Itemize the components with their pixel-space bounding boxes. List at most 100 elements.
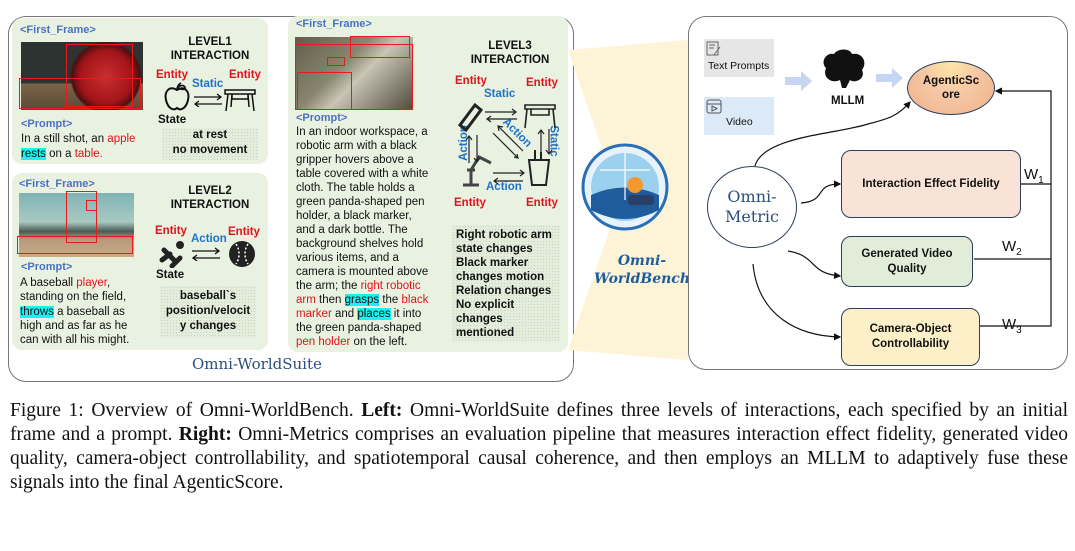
prompt-line: table covered with a white: [296, 168, 429, 180]
agenticscore-label: AgenticSc: [922, 75, 980, 87]
state-line: baseball`s: [179, 290, 237, 302]
connector-lines: [752, 87, 1052, 341]
text-prompts-label: Text Prompts: [708, 60, 770, 72]
caption-text: Omni-WorldSuite defines three levels of …: [10, 400, 1068, 445]
logo-label-line: WorldBench: [593, 271, 691, 287]
entity-label: Entity: [228, 226, 260, 238]
entity-label: Entity: [454, 197, 486, 209]
logo-label-line: Omni-: [617, 253, 667, 269]
prompt-line: holder, a black marker,: [296, 210, 412, 222]
caption-figure-label: Figure 1: Overview of Omni-WorldBench.: [10, 400, 362, 421]
bidirectional-arrows-icon: [191, 247, 221, 261]
figure-caption: Figure 1: Overview of Omni-WorldBench. L…: [10, 399, 1068, 495]
prompt-segment: on the left.: [350, 336, 408, 348]
video-input: Video: [704, 97, 774, 135]
action-places: places: [357, 308, 391, 320]
entity-black-marker: black: [401, 294, 429, 306]
omni-metric-node: Omni-Metric: [707, 166, 797, 248]
level1-apple-image: [19, 42, 143, 110]
state-line: Right robotic arm: [456, 229, 552, 241]
weight-symbol: W: [1002, 238, 1017, 255]
prompt-line: background shelves hold: [296, 238, 424, 250]
robot-arm-icon: [463, 155, 492, 187]
state-line: Relation changes: [456, 285, 552, 297]
state-label: State: [158, 114, 187, 126]
weight-symbol: W: [1002, 316, 1017, 333]
level3-relation-diagram: [457, 102, 556, 187]
prompt-line: gripper hovers above a: [296, 154, 414, 166]
relation-action: Action: [191, 233, 227, 245]
box-label: Controllability: [871, 338, 950, 350]
prompt-segment: can with all his might.: [20, 334, 130, 347]
document-edit-icon: [706, 41, 721, 56]
weight-index: 2: [1016, 247, 1022, 258]
prompt-segment: a baseball as: [53, 305, 125, 318]
state-line: changes: [456, 313, 503, 325]
level3-prompt-label: <Prompt>: [296, 112, 348, 124]
entity-table: table.: [74, 148, 103, 160]
level2-baseball-image: [17, 191, 134, 257]
prompt-segment: ,: [106, 277, 111, 289]
entity-pen-holder: pen holder: [296, 336, 351, 348]
bidirectional-arrows-icon: [193, 93, 223, 107]
state-line: position/velocit: [165, 305, 251, 317]
state-line: changes motion: [456, 271, 545, 283]
prompt-line: green panda-shaped pen: [296, 196, 425, 208]
weight-w3: W3: [1002, 316, 1022, 336]
prompt-segment: then: [315, 294, 345, 306]
omni-metric-label: Metric: [724, 207, 779, 226]
agenticscore-label: ore: [942, 89, 960, 101]
title-line: INTERACTION: [470, 54, 550, 66]
prompt-line: various items, and a: [296, 252, 399, 264]
video-label: Video: [726, 116, 753, 128]
relation-static: Static: [192, 78, 224, 90]
prompt-line: cloth. The table holds a: [296, 182, 415, 194]
state-line: No explicit: [456, 299, 515, 311]
video-player-icon: [706, 99, 722, 114]
prompt-segment: high and as far as he: [20, 319, 128, 332]
entity-player: player: [76, 277, 107, 289]
arrow-right-icon: [785, 71, 812, 91]
entity-label: Entity: [455, 75, 487, 87]
mllm-label: MLLM: [831, 95, 865, 107]
level2-prompt-text: A baseball player, standing on the field…: [20, 276, 160, 347]
entity-apple: apple: [107, 133, 136, 145]
box-label: Generated Video: [861, 247, 953, 260]
apple-icon: [164, 82, 190, 111]
entity-label: Entity: [156, 69, 188, 81]
entity-label: Entity: [229, 69, 261, 81]
weight-index: 1: [1038, 175, 1044, 186]
prompt-line: camera is mounted above: [296, 266, 429, 278]
level3-robot-image: [295, 36, 413, 110]
table-icon: [524, 104, 556, 129]
relation-static: Static: [484, 88, 516, 100]
prompt-segment: the arm; the: [296, 280, 361, 292]
entity-label: Entity: [526, 77, 558, 89]
marker-icon: [457, 102, 484, 133]
state-line: state changes: [456, 243, 533, 255]
interaction-effect-fidelity-box: Interaction Effect Fidelity: [841, 150, 1021, 218]
entity-label: Entity: [526, 197, 558, 209]
caption-left-label: Left:: [361, 400, 403, 421]
state-line: mentioned: [456, 327, 515, 339]
entity-label: Entity: [155, 225, 187, 237]
weight-index: 3: [1016, 325, 1022, 336]
title-line: INTERACTION: [170, 50, 250, 62]
relation-action: Action: [486, 181, 522, 193]
omni-worldbench-logo: [581, 143, 669, 231]
brain-icon: [823, 49, 865, 88]
omni-metric-label: Omni-: [727, 187, 777, 206]
suite-title: Omni-WorldSuite: [192, 355, 322, 373]
box-label: Interaction Effect Fidelity: [862, 177, 1000, 190]
prompt-segment: standing on the field,: [20, 291, 127, 304]
level2-first-frame-label: <First_Frame>: [19, 178, 95, 190]
level3-prompt-text: In an indoor workspace, a robotic arm wi…: [296, 125, 446, 349]
prompt-line: robotic arm with a black: [296, 140, 417, 152]
